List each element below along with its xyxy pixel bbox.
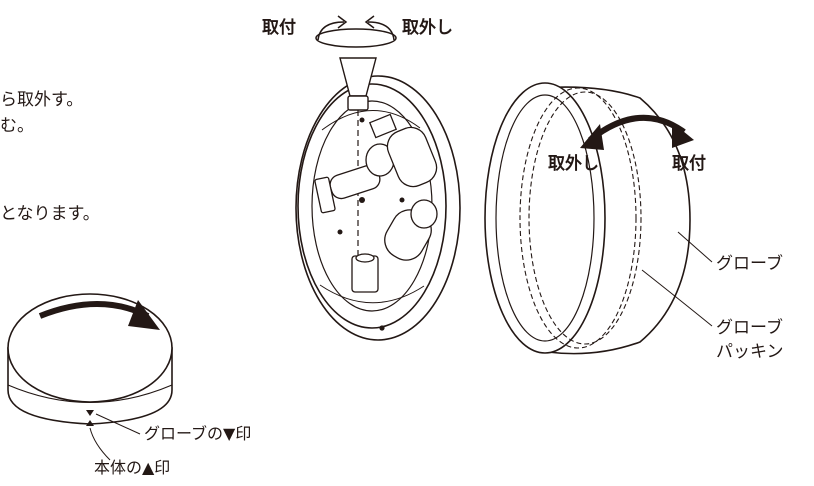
instruction-line-3: となります。 bbox=[0, 204, 100, 224]
rotate-install-label: 取付 bbox=[262, 18, 296, 38]
fixture-screws bbox=[337, 117, 405, 235]
globe-callout-label: グローブ bbox=[716, 254, 783, 274]
globe-callout-lines bbox=[641, 231, 713, 327]
rotate-remove-label: 取外し bbox=[402, 18, 453, 38]
lamp-sockets bbox=[314, 113, 438, 293]
body-mark-label: 本体の▲印 bbox=[94, 458, 171, 477]
alignment-callout-lines bbox=[89, 413, 141, 461]
alignment-rotate-arrow-icon bbox=[38, 300, 160, 330]
globe-remove-label: 取外し bbox=[548, 154, 599, 174]
rotation-knob bbox=[339, 57, 377, 290]
instruction-line-1: ら取外す。 bbox=[0, 90, 84, 110]
rotate-arrows-icon bbox=[315, 15, 397, 48]
instruction-line-2: む。 bbox=[0, 116, 34, 136]
globe-rotate-arrow-icon bbox=[580, 114, 694, 150]
globe bbox=[484, 82, 691, 355]
globe-install-label: 取付 bbox=[672, 154, 706, 174]
alignment-marks bbox=[86, 410, 94, 426]
packing-callout-line1: グローブ bbox=[716, 318, 783, 338]
packing-callout-line2: パッキン bbox=[716, 342, 784, 362]
globe-mark-label: グローブの▼印 bbox=[144, 424, 252, 443]
